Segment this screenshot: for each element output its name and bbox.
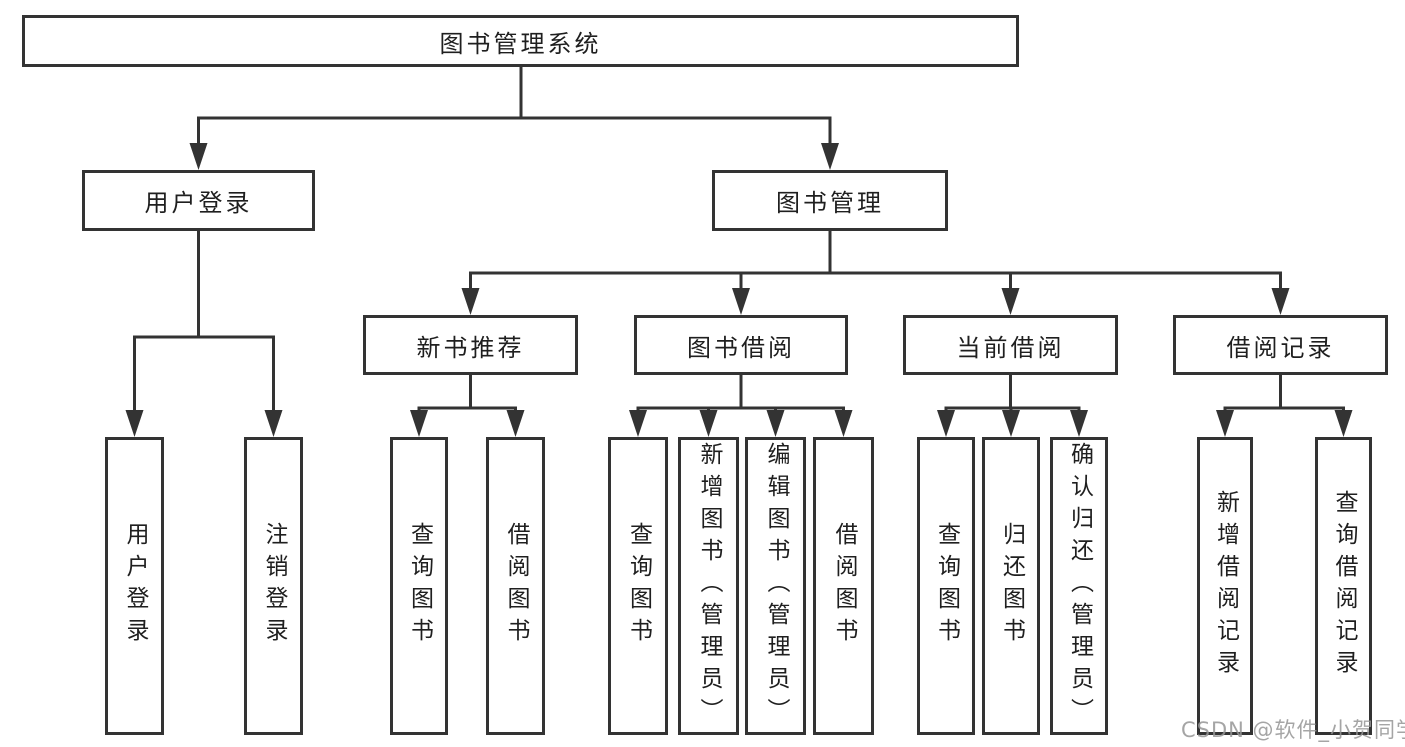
arrowhead-icon [1216, 410, 1234, 437]
arrowhead-icon [1002, 410, 1020, 437]
leaf-return-book-label: 归还图书 [998, 522, 1025, 650]
arrowhead-icon [834, 410, 853, 437]
watermark-text: CSDN @软件_小贺同学 [1181, 718, 1405, 742]
node-root: 图书管理系统 [22, 15, 1019, 67]
connector-currentborrow-to-leaves [937, 374, 1088, 437]
node-book-mgmt-label: 图书管理 [776, 189, 884, 217]
arrowhead-icon [189, 143, 208, 170]
leaf-logout-label: 注销登录 [261, 522, 287, 650]
connector-line [469, 271, 1282, 297]
leaf-query-book-3-label: 查询图书 [933, 522, 960, 650]
leaf-query-book-2: 查询图书 [608, 437, 668, 735]
node-book-mgmt: 图书管理 [712, 170, 948, 231]
arrowhead-icon [1070, 410, 1088, 437]
node-user-login-label: 用户登录 [144, 189, 253, 217]
arrowhead-icon [1334, 410, 1353, 437]
arrowhead-icon [461, 288, 480, 315]
leaf-query-record: 查询借阅记录 [1315, 437, 1372, 735]
arrowhead-icon [821, 143, 839, 170]
connector-root-to-level2 [189, 66, 839, 170]
arrowhead-icon [766, 410, 785, 437]
leaf-borrow-book-2-label: 借阅图书 [831, 522, 857, 650]
arrowhead-icon [1271, 288, 1290, 315]
connector-line [1223, 406, 1345, 419]
leaf-borrow-book-1: 借阅图书 [486, 437, 545, 735]
connector-line [636, 406, 845, 419]
leaf-user-login-label: 用户登录 [122, 522, 148, 650]
arrowhead-icon [410, 410, 428, 437]
leaf-add-book: 新增图书（管理员） [678, 437, 739, 735]
node-book-borrow-label: 图书借阅 [687, 333, 795, 362]
leaf-confirm-return-label: 确认归还（管理员） [1066, 442, 1093, 730]
leaf-confirm-return: 确认归还（管理员） [1050, 437, 1108, 735]
connector-userlogin-to-leaves [125, 230, 283, 437]
node-root-label: 图书管理系统 [439, 29, 602, 58]
node-current-borrow: 当前借阅 [903, 315, 1118, 375]
leaf-borrow-book-2: 借阅图书 [813, 437, 874, 735]
node-current-borrow-label: 当前借阅 [956, 333, 1065, 362]
connector-line [133, 335, 275, 419]
connector-bookmgmt-to-level3 [461, 230, 1290, 315]
arrowhead-icon [937, 410, 955, 437]
leaf-add-record-label: 新增借阅记录 [1212, 490, 1239, 682]
leaf-add-book-label: 新增图书（管理员） [696, 442, 722, 730]
node-new-book-rec: 新书推荐 [363, 315, 578, 375]
leaf-query-book-1: 查询图书 [390, 437, 448, 735]
connector-borrowrecord-to-leaves [1216, 374, 1353, 437]
node-user-login: 用户登录 [82, 170, 315, 231]
arrowhead-icon [1001, 288, 1020, 315]
leaf-query-book-1-label: 查询图书 [406, 522, 433, 650]
leaf-return-book: 归还图书 [982, 437, 1040, 735]
connector-line [417, 406, 517, 419]
leaf-edit-book-label: 编辑图书（管理员） [763, 442, 789, 730]
leaf-add-record: 新增借阅记录 [1197, 437, 1253, 735]
node-borrow-record: 借阅记录 [1173, 315, 1388, 375]
connector-line [197, 116, 832, 152]
connector-bookborrow-to-leaves [629, 374, 853, 437]
node-new-book-rec-label: 新书推荐 [416, 333, 525, 362]
leaf-edit-book: 编辑图书（管理员） [745, 437, 806, 735]
arrowhead-icon [264, 410, 283, 437]
node-borrow-record-label: 借阅记录 [1226, 333, 1335, 362]
arrowhead-icon [732, 288, 750, 315]
leaf-query-book-3: 查询图书 [917, 437, 975, 735]
leaf-logout: 注销登录 [244, 437, 303, 735]
leaf-query-record-label: 查询借阅记录 [1331, 490, 1357, 682]
node-book-borrow: 图书借阅 [634, 315, 848, 375]
leaf-borrow-book-1-label: 借阅图书 [503, 522, 529, 650]
arrowhead-icon [125, 410, 144, 437]
leaf-query-book-2-label: 查询图书 [625, 522, 652, 650]
arrowhead-icon [699, 410, 718, 437]
connector-newbookrec-to-leaves [410, 374, 525, 437]
arrowhead-icon [629, 410, 647, 437]
leaf-user-login: 用户登录 [105, 437, 164, 735]
arrowhead-icon [506, 410, 525, 437]
